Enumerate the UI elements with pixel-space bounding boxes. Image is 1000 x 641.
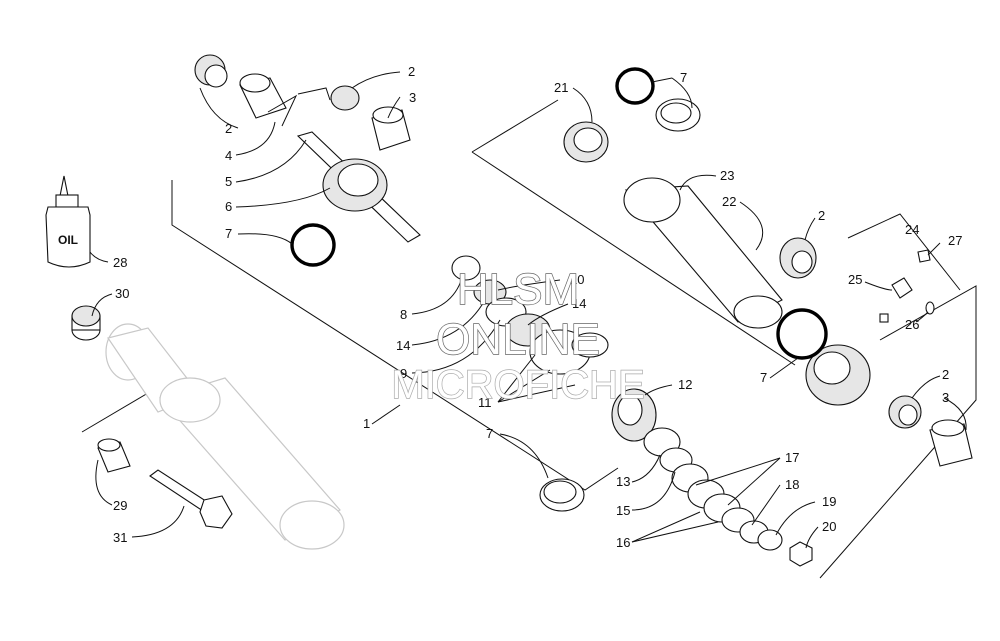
callout-20: 20 bbox=[822, 519, 836, 534]
oil-bottle: OIL bbox=[45, 175, 91, 268]
piston-stack bbox=[451, 255, 609, 375]
callout-4: 4 bbox=[225, 148, 232, 163]
end-cap-right bbox=[805, 344, 871, 406]
callout-17: 17 bbox=[785, 450, 799, 465]
callout-18: 18 bbox=[785, 477, 799, 492]
o-ring-top-right bbox=[615, 67, 655, 105]
callout-26: 26 bbox=[905, 317, 919, 332]
callout-28: 28 bbox=[113, 255, 127, 270]
seal-ring-7-top bbox=[655, 98, 701, 132]
callout-22: 22 bbox=[722, 194, 736, 209]
callout-9: 9 bbox=[400, 366, 407, 381]
callout-13: 13 bbox=[616, 474, 630, 489]
valve-parts-24-27 bbox=[879, 249, 935, 323]
callout-7-b: 7 bbox=[680, 70, 687, 85]
callout-7-d: 7 bbox=[760, 370, 767, 385]
callout-14-b: 14 bbox=[572, 296, 586, 311]
oil-label: OIL bbox=[58, 233, 78, 247]
callout-21: 21 bbox=[554, 80, 568, 95]
shock-body-ghost bbox=[105, 323, 345, 550]
callout-labels: 2 2 3 4 5 6 7 7 7 7 8 9 10 11 12 13 14 1… bbox=[113, 64, 962, 550]
callout-15: 15 bbox=[616, 503, 630, 518]
bushing-30 bbox=[71, 305, 101, 341]
leader-lines bbox=[89, 71, 967, 549]
callout-8: 8 bbox=[400, 307, 407, 322]
callout-27: 27 bbox=[948, 233, 962, 248]
watermark: HLSM ONLINE MICROFICHE bbox=[391, 264, 646, 407]
callout-23: 23 bbox=[720, 168, 734, 183]
callout-7-a: 7 bbox=[225, 226, 232, 241]
callout-1: 1 bbox=[363, 416, 370, 431]
callout-6: 6 bbox=[225, 199, 232, 214]
callout-29: 29 bbox=[113, 498, 127, 513]
callout-16: 16 bbox=[616, 535, 630, 550]
reservoir-body-22 bbox=[623, 177, 783, 329]
callout-2-a: 2 bbox=[408, 64, 415, 79]
piston-12 bbox=[611, 388, 657, 442]
shaft-assembly bbox=[296, 131, 421, 243]
callout-31: 31 bbox=[113, 530, 127, 545]
callout-3-b: 3 bbox=[942, 390, 949, 405]
callout-19: 19 bbox=[822, 494, 836, 509]
o-rings bbox=[290, 67, 828, 360]
callout-2-d: 2 bbox=[942, 367, 949, 382]
callout-12: 12 bbox=[678, 377, 692, 392]
callout-3-a: 3 bbox=[409, 90, 416, 105]
shim-stack bbox=[643, 427, 813, 567]
bushing-2-right bbox=[779, 237, 817, 279]
seal-ring-7-lower bbox=[539, 478, 585, 512]
bushings-right-lower bbox=[888, 395, 973, 467]
o-ring-right bbox=[776, 308, 828, 360]
watermark-line-2: ONLINE bbox=[436, 315, 600, 364]
bolt-31 bbox=[149, 469, 233, 529]
callout-2-c: 2 bbox=[818, 208, 825, 223]
callout-5: 5 bbox=[225, 174, 232, 189]
callout-2-b: 2 bbox=[225, 121, 232, 136]
callout-24: 24 bbox=[905, 222, 919, 237]
callout-10: 10 bbox=[570, 272, 584, 287]
eyelet-bushings-top bbox=[194, 54, 411, 151]
watermark-line-3: MICROFICHE bbox=[391, 363, 644, 407]
callout-11: 11 bbox=[478, 395, 492, 410]
reservoir-cap-21 bbox=[563, 121, 609, 163]
callout-30: 30 bbox=[115, 286, 129, 301]
o-ring-left bbox=[290, 223, 336, 267]
watermark-line-1: HLSM bbox=[457, 265, 579, 314]
callout-7-c: 7 bbox=[486, 426, 493, 441]
callout-25: 25 bbox=[848, 272, 862, 287]
callout-14-a: 14 bbox=[396, 338, 410, 353]
spacer-29 bbox=[97, 438, 131, 473]
